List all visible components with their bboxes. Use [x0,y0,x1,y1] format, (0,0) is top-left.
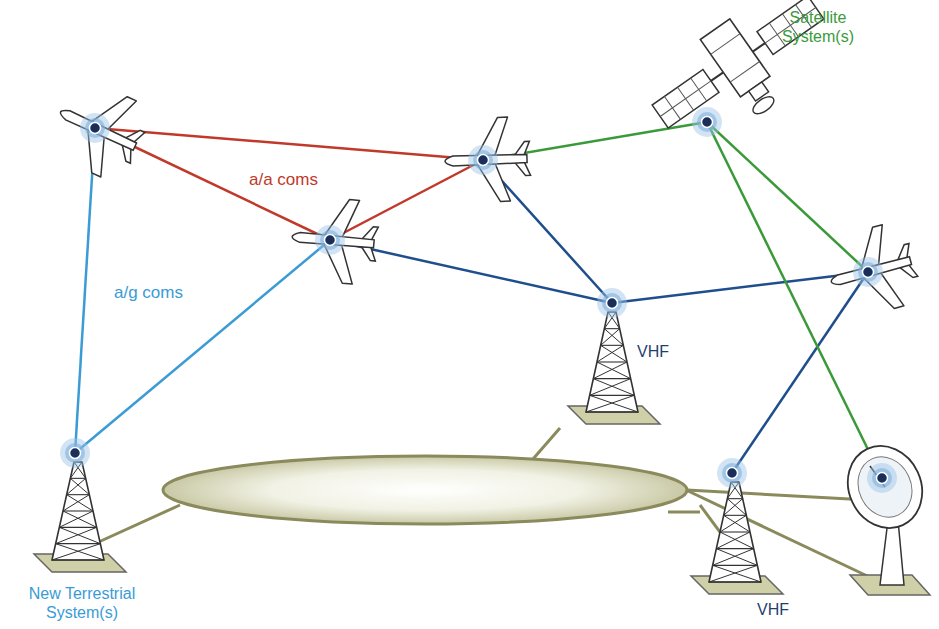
tower-brace [590,395,638,412]
tower-rung [67,494,90,495]
tower-brace [63,511,97,527]
tower-rung [716,548,753,549]
tower-brace [593,379,634,396]
tower-rung [593,378,630,379]
tower-brace [586,395,634,412]
tower-rung [70,478,85,479]
system-label-node: Satellite System(s) [770,8,866,46]
tower-brace [716,549,757,566]
tower-brace [716,532,750,549]
tower-rung [52,559,104,560]
tower-rung [59,527,96,528]
tower-brace [56,527,97,543]
system-label: VHF [748,600,798,619]
system-label: New Terrestrial System(s) [4,584,160,622]
tower-rung [720,531,750,532]
tower-brace [67,495,93,511]
tower-brace [56,544,104,560]
radio-tower [568,312,660,424]
tower-brace [724,499,743,516]
tower-brace [713,565,761,582]
tower-rung [724,515,747,516]
tower-brace [63,495,89,511]
link-label: a/g coms [112,283,185,303]
radio-tower [691,482,783,594]
tower-brace [713,549,754,566]
tower-brace [597,345,623,362]
tower-brace [67,478,86,494]
tower-rung [56,543,101,544]
tower-rung [713,565,758,566]
system-label: VHF [628,342,678,361]
link-label: a/a coms [247,170,320,190]
tower-frame [709,482,761,582]
tower-rung [597,361,627,362]
tower-brace [52,544,100,560]
tower-brace [59,527,100,543]
tower-brace [604,329,623,346]
tower-brace [720,532,754,549]
tower-rung [604,328,619,329]
system-label-node: VHF [748,600,798,619]
tower-rung [63,510,93,511]
tower-brace [590,379,631,396]
tower-brace [597,362,631,379]
tower-brace [709,565,757,582]
tower-rung [727,498,742,499]
tower-rung [590,395,635,396]
tower-brace [601,329,620,346]
tower-brace [720,515,746,532]
tower-brace [601,345,627,362]
radio-tower [34,462,126,572]
system-label: Satellite System(s) [770,8,866,46]
tower-brace [59,511,93,527]
tower-brace [593,362,627,379]
system-label-node: New Terrestrial System(s) [4,584,160,622]
system-label-node: VHF [628,342,678,361]
tower-brace [70,478,89,494]
tower-rung [601,345,624,346]
tower-brace [727,499,746,516]
tower-brace [724,515,750,532]
tower-rung [586,411,638,412]
tower-frame [586,312,638,412]
tower-rung [709,581,761,582]
tower-frame [52,462,104,560]
